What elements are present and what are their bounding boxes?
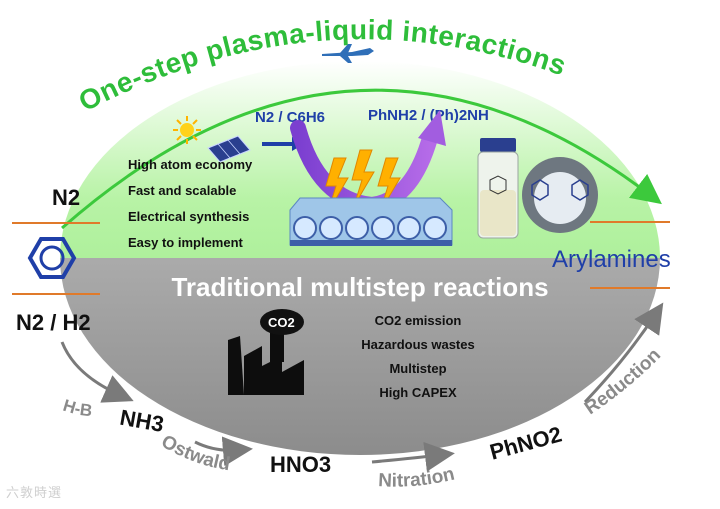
drawbacks-list: CO2 emission Hazardous wastes Multistep … bbox=[361, 313, 474, 400]
advantages-list: High atom economy Fast and scalable Elec… bbox=[128, 157, 253, 250]
advantage-item: Electrical synthesis bbox=[128, 209, 249, 224]
advantage-item: Fast and scalable bbox=[128, 183, 236, 198]
process-hb: H-B bbox=[61, 396, 94, 421]
product-nh3: NH3 bbox=[118, 405, 166, 437]
plasma-discharge-icon bbox=[325, 149, 401, 213]
drawback-item: CO2 emission bbox=[375, 313, 462, 328]
sun-icon bbox=[173, 116, 201, 144]
drawback-item: Hazardous wastes bbox=[361, 337, 474, 352]
drawback-item: Multistep bbox=[389, 361, 446, 376]
factory-icon: CO2 bbox=[228, 309, 304, 395]
airplane-icon bbox=[322, 44, 374, 63]
solar-panel-icon bbox=[207, 135, 251, 163]
input-n2-h2: N2 / H2 bbox=[16, 310, 91, 335]
traditional-region bbox=[60, 258, 660, 455]
traditional-title: Traditional multistep reactions bbox=[171, 272, 548, 302]
drawback-item: High CAPEX bbox=[379, 385, 457, 400]
watermark-text: 六敦時選 bbox=[6, 486, 63, 501]
pathway-arrows bbox=[60, 302, 664, 472]
input-n2-top: N2 bbox=[52, 185, 80, 210]
plasma-reactants: N2 / C6H6 bbox=[255, 109, 325, 126]
plasma-products: PhNH2 / (Ph)2NH bbox=[368, 107, 489, 124]
output-arylamines: Arylamines bbox=[552, 246, 671, 273]
product-hno3: HNO3 bbox=[270, 452, 331, 477]
process-ostwald: Ostwald bbox=[158, 431, 232, 475]
one-step-arrow bbox=[61, 88, 662, 230]
process-nitration: Nitration bbox=[378, 464, 457, 492]
advantage-item: Easy to implement bbox=[128, 235, 244, 250]
advantage-item: High atom economy bbox=[128, 157, 253, 172]
co2-cloud-label: CO2 bbox=[268, 315, 295, 330]
product-vial-icon bbox=[477, 138, 519, 239]
benzene-icon bbox=[27, 237, 77, 279]
product-crystal-icon bbox=[522, 157, 598, 233]
reactor-icon bbox=[289, 197, 453, 246]
